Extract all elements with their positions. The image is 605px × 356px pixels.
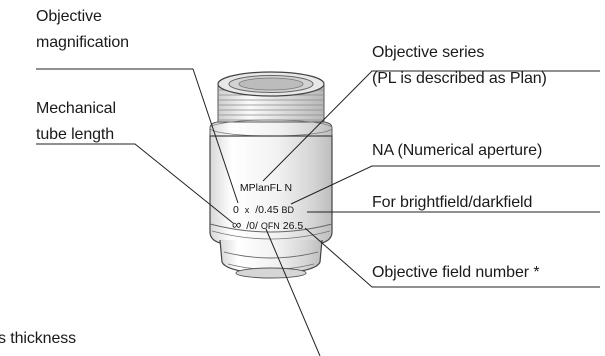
label-objective-field-number: Objective field number * xyxy=(372,264,540,281)
label-objective-magnification: Objective magnification xyxy=(36,7,129,53)
leader-objective-magnification xyxy=(36,68,239,204)
label-numerical-aperture: NA (Numerical aperture) xyxy=(372,142,543,159)
lens-marking-ofn-prefix: OFN xyxy=(261,221,280,231)
label-mechanical-tube-length-line1: Mechanical xyxy=(36,100,116,117)
leader-cover-glass-thickness xyxy=(265,228,321,356)
lens-marking-tube-row: ∞ /0/ OFN 26.5 xyxy=(232,217,303,232)
lens-thread xyxy=(217,71,325,125)
label-objective-series-line1: Objective series xyxy=(372,44,485,61)
label-objective-series: Objective series (PL is described as Pla… xyxy=(372,43,547,89)
objective-lens: MPlanFL N 0 x /0.45 BD ∞ /0/ OFN 26.5 xyxy=(209,71,333,279)
label-mechanical-tube-length: Mechanical tube length xyxy=(36,99,116,145)
label-brightfield-darkfield: For brightfield/darkfield xyxy=(372,194,533,211)
lens-marking-na: /0.45 xyxy=(255,204,279,216)
label-cover-glass-thickness-partial: s thickness xyxy=(0,330,77,347)
lens-marking-magnification-row: 0 x /0.45 BD xyxy=(233,204,294,216)
label-objective-magnification-line2: magnification xyxy=(36,34,129,51)
label-mechanical-tube-length-line2: tube length xyxy=(36,126,115,143)
leader-objective-field-number xyxy=(304,227,600,288)
lens-marking-infinity: ∞ xyxy=(232,217,241,232)
lens-marking-series: MPlanFL N xyxy=(240,182,292,194)
label-objective-series-line2: (PL is described as Plan) xyxy=(372,70,547,87)
lens-marking-ofn-value: 26.5 xyxy=(283,220,304,232)
lens-marking-bd: BD xyxy=(281,205,294,215)
lens-marking-magnification: 0 xyxy=(233,204,239,216)
leader-numerical-aperture xyxy=(290,165,600,205)
label-objective-magnification-line1: Objective xyxy=(36,8,102,25)
leader-mechanical-tube-length xyxy=(36,143,234,224)
lens-marking-tube-cover: /0/ xyxy=(246,220,258,232)
leader-lines xyxy=(36,68,600,356)
lens-marking-x: x xyxy=(245,205,250,215)
leader-objective-series xyxy=(262,70,600,182)
